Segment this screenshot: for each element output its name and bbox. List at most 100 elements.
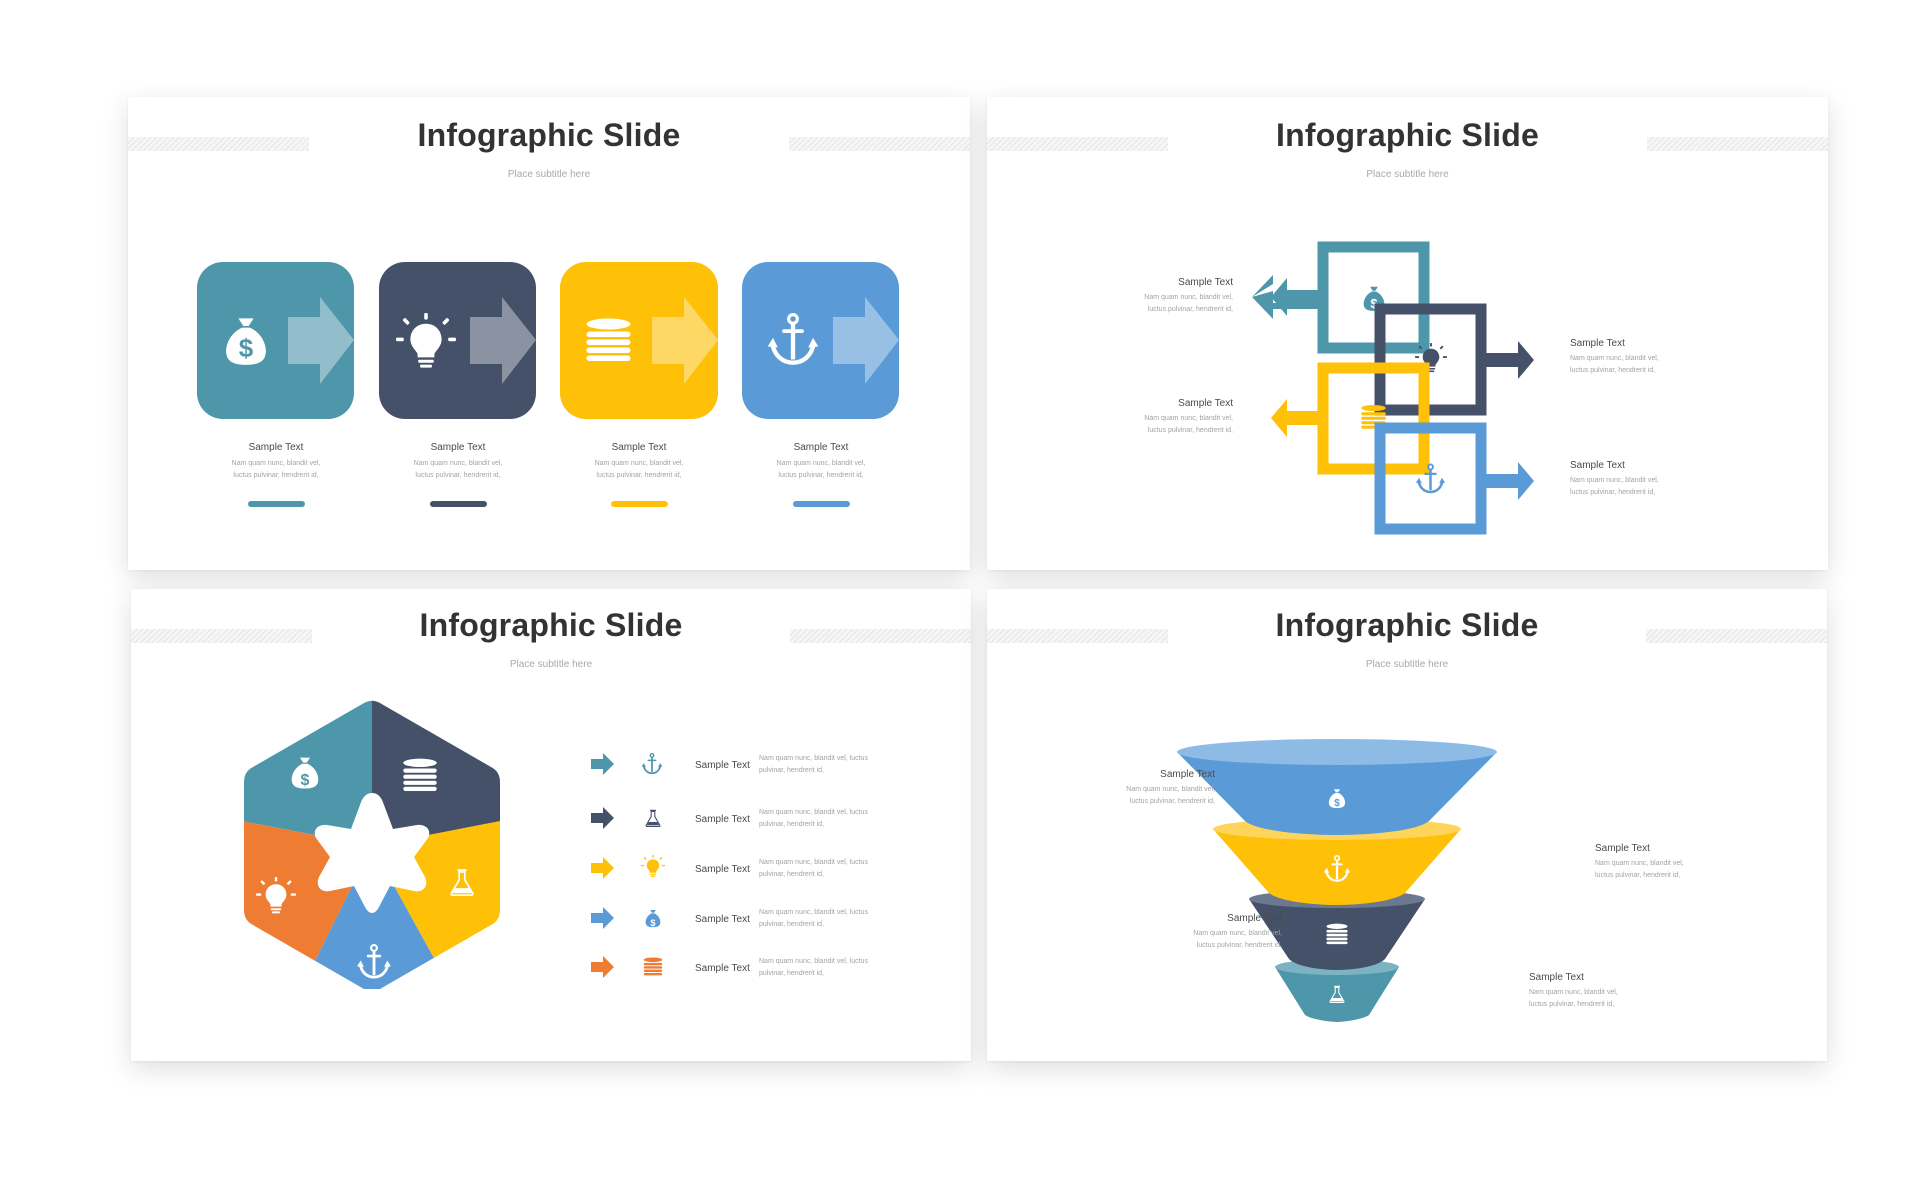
caption-heading: Sample Text [794,442,849,453]
square-yellow [1271,362,1430,475]
slide-header: Infographic Slide Place subtitle here [128,97,970,237]
arrow-marker [591,857,614,879]
caption-heading: Sample Text [612,442,667,453]
slide-title: Infographic Slide [419,607,683,643]
legend-line-2: pulvinar, hendrerit id, [759,767,824,774]
caption-heading: Sample Text [431,442,486,453]
label-upper-right: Sample Text Nam quam nunc, blandit vel, … [1570,338,1659,374]
legend-row-5: Sample Text Nam quam nunc, blandit vel, … [591,956,868,978]
label-line-1: Nam quam nunc, blandit vel, [1529,989,1618,996]
step-underline-bar [430,501,487,507]
step-card-1: $ [197,262,354,419]
label-line-2: luctus pulvinar, hendrerit id, [1148,306,1233,313]
caption-line-1: Nam quam nunc, blandit vel, [232,460,321,467]
legend-heading: Sample Text [695,914,750,925]
svg-text:$: $ [1370,296,1378,311]
slide-3: Infographic Slide Place subtitle here $ [131,589,971,1061]
step-card-3 [560,262,718,419]
header-stripe-left [987,137,1168,151]
legend-heading: Sample Text [695,760,750,771]
funnel-label-2: Sample Text Nam quam nunc, blandit vel, … [1595,843,1684,879]
label-top-left: Sample Text Nam quam nunc, blandit vel, … [1144,277,1233,313]
center-star [314,793,430,913]
slide-subtitle: Place subtitle here [1366,169,1449,180]
caption-line-1: Nam quam nunc, blandit vel, [414,460,503,467]
legend-line-1: Nam quam nunc, blandit vel, luctus [759,859,868,866]
label-line-1: Nam quam nunc, blandit vel, [1126,786,1215,793]
slide-header: Infographic Slide Place subtitle here [131,589,971,729]
label-line-2: luctus pulvinar, hendrerit id, [1570,489,1655,496]
funnel-graphic: $ Sample Text Nam quam nunc, blandit vel… [1126,739,1684,1022]
coin-stack-icon [643,957,663,976]
header-stripe-right [1647,137,1828,151]
label-heading: Sample Text [1595,843,1650,854]
slide-4: Infographic Slide Place subtitle here $ [987,589,1827,1061]
dollar-sign: $ [239,333,254,363]
caption-line-1: Nam quam nunc, blandit vel, [777,460,866,467]
arrow-marker [591,807,614,829]
header-stripe-left [987,629,1168,643]
slide-subtitle: Place subtitle here [507,169,591,180]
header-stripe-right [1646,629,1827,643]
legend-heading: Sample Text [695,814,750,825]
legend-line-2: pulvinar, hendrerit id, [759,970,824,977]
step-underline-bar [611,501,668,507]
legend-line-2: pulvinar, hendrerit id, [759,921,824,928]
legend-line-1: Nam quam nunc, blandit vel, luctus [759,958,868,965]
step-caption-1: Sample Text Nam quam nunc, blandit vel, … [232,442,321,507]
legend-row-2: Sample Text Nam quam nunc, blandit vel, … [591,807,868,829]
slide-header: Infographic Slide Place subtitle here [987,589,1827,729]
label-heading: Sample Text [1570,338,1625,349]
header-stripe-right [790,629,971,643]
funnel-label-4: Sample Text Nam quam nunc, blandit vel, … [1529,972,1618,1008]
label-line-1: Nam quam nunc, blandit vel, [1144,415,1233,422]
lightbulb-icon [641,855,665,877]
label-line-1: Nam quam nunc, blandit vel, [1570,477,1659,484]
segment-navy [372,700,500,846]
svg-text:$: $ [301,772,310,789]
label-heading: Sample Text [1178,398,1233,409]
slide-header: Infographic Slide Place subtitle here [987,97,1828,237]
label-heading: Sample Text [1570,460,1625,471]
step-caption-4: Sample Text Nam quam nunc, blandit vel, … [777,442,866,507]
label-line-1: Nam quam nunc, blandit vel, [1595,860,1684,867]
header-stripe-right [789,137,970,151]
label-line-1: Nam quam nunc, blandit vel, [1570,355,1659,362]
label-line-2: luctus pulvinar, hendrerit id, [1570,367,1655,374]
step-caption-2: Sample Text Nam quam nunc, blandit vel, … [414,442,503,507]
step-underline-bar [248,501,305,507]
arrow-marker [591,956,614,978]
legend-row-4: $ Sample Text Nam quam nunc, blandit vel… [591,907,868,929]
label-line-2: luctus pulvinar, hendrerit id, [1197,942,1282,949]
label-line-2: luctus pulvinar, hendrerit id, [1130,798,1215,805]
label-line-2: luctus pulvinar, hendrerit id, [1148,427,1233,434]
step-card-2 [379,262,536,419]
legend-row-3: Sample Text Nam quam nunc, blandit vel, … [591,855,868,879]
funnel-label-1: Sample Text Nam quam nunc, blandit vel, … [1126,769,1215,805]
step-card-4 [742,262,899,419]
funnel-label-3: Sample Text Nam quam nunc, blandit vel, … [1193,913,1282,949]
slide-title: Infographic Slide [1275,607,1539,643]
label-heading: Sample Text [1227,913,1282,924]
slide-title: Infographic Slide [1276,117,1539,153]
slide-title: Infographic Slide [417,117,681,153]
label-line-2: luctus pulvinar, hendrerit id, [1595,872,1680,879]
process-steps-graphic: $ Sample Text Nam [197,262,899,507]
hexagon-star-graphic: $ Sample Text Nam quam nunc, blandit vel… [244,700,868,989]
flask-icon [645,808,661,828]
segment-blue [301,846,451,989]
legend-line-1: Nam quam nunc, blandit vel, luctus [759,809,868,816]
caption-line-2: luctus pulvinar, hendrerit id, [778,472,863,479]
caption-line-2: luctus pulvinar, hendrerit id, [596,472,681,479]
label-lower-right: Sample Text Nam quam nunc, blandit vel, … [1570,460,1659,496]
legend-heading: Sample Text [695,864,750,875]
interlocking-squares-graphic: $ Sample Text Nam [1144,241,1659,535]
slide-subtitle: Place subtitle here [1365,659,1449,670]
legend-line-1: Nam quam nunc, blandit vel, luctus [759,909,868,916]
label-line-2: luctus pulvinar, hendrerit id, [1529,1001,1614,1008]
label-heading: Sample Text [1529,972,1584,983]
caption-line-2: luctus pulvinar, hendrerit id, [233,472,318,479]
header-stripe-left [131,629,312,643]
label-heading: Sample Text [1178,277,1233,288]
legend-line-1: Nam quam nunc, blandit vel, luctus [759,755,868,762]
